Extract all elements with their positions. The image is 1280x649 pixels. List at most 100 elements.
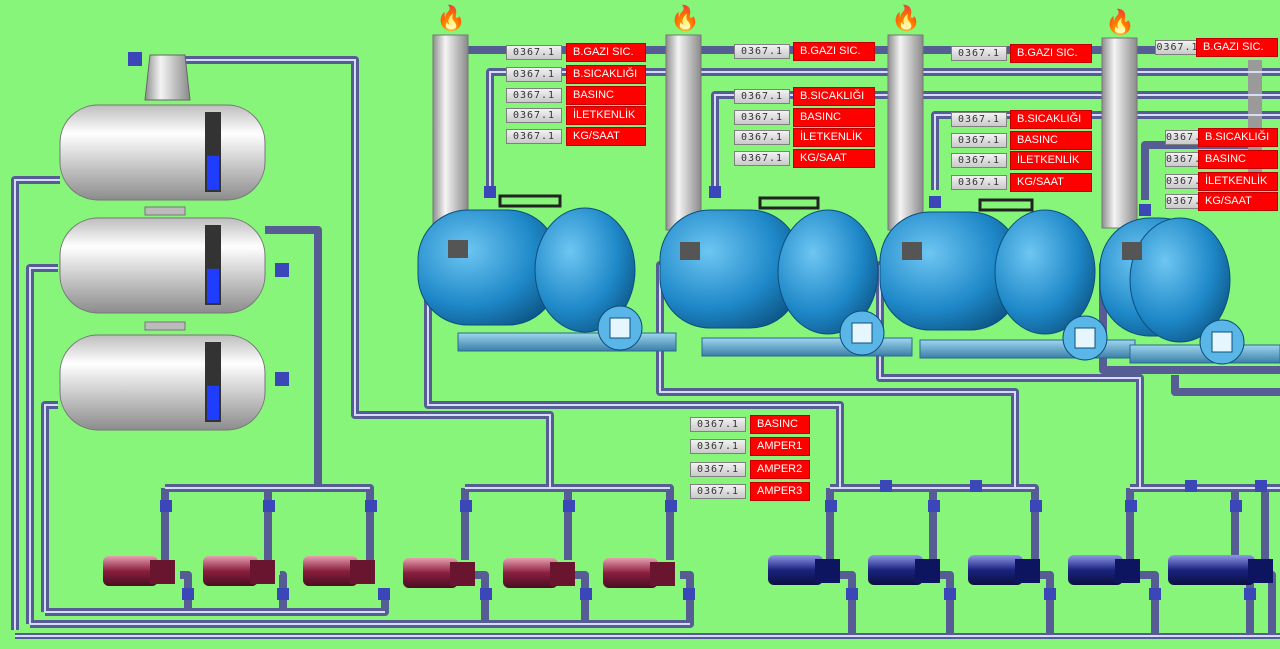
- valve-icon: [263, 500, 275, 512]
- valve-icon: [480, 588, 492, 600]
- tank-level-bar: [207, 268, 219, 303]
- boiler-2-conductivity-label: İLETKENLİK: [793, 128, 875, 147]
- boiler-2-pressure-label: BASINC: [793, 108, 875, 127]
- valve-icon: [160, 500, 172, 512]
- boiler-2-conductivity-readout: 0367.1: [734, 130, 790, 145]
- valve-icon: [1122, 242, 1142, 260]
- valve-icon: [275, 263, 289, 277]
- boiler-4-pressure-readout: 0367.1: [1165, 152, 1209, 167]
- chimney: [665, 34, 702, 231]
- boiler-3-temp-label: B.SICAKLIĞI: [1010, 110, 1092, 129]
- pump-amper2-label: AMPER2: [750, 460, 810, 479]
- valve-icon: [680, 242, 700, 260]
- boiler-2-flow-label: KG/SAAT: [793, 149, 875, 168]
- boiler-3-temp-readout: 0367.1: [951, 112, 1007, 127]
- pump-amper1-label: AMPER1: [750, 437, 810, 456]
- boiler-2-flue-gas-readout: 0367.1: [734, 44, 790, 59]
- valve-icon: [563, 500, 575, 512]
- boiler-icon[interactable]: [417, 194, 677, 352]
- pump-icon[interactable]: [603, 558, 675, 588]
- boiler-1-conductivity-label: İLETKENLİK: [566, 106, 646, 125]
- pump-group-blue: [768, 555, 1273, 585]
- boiler-3-flow-readout: 0367.1: [951, 175, 1007, 190]
- valve-icon: [1255, 480, 1267, 492]
- tank-level-bar: [207, 385, 219, 420]
- pump-pressure-label: BASINC: [750, 415, 810, 434]
- pump-icon[interactable]: [203, 556, 275, 586]
- valve-icon: [1044, 588, 1056, 600]
- chimney: [887, 34, 924, 231]
- boiler-3-pressure-label: BASINC: [1010, 131, 1092, 150]
- boiler-3-flue-gas-readout: 0367.1: [951, 46, 1007, 61]
- pump-icon[interactable]: [303, 556, 375, 586]
- boiler-icon[interactable]: [659, 196, 913, 357]
- boiler-1-temp-readout: 0367.1: [506, 67, 562, 82]
- valve-icon: [1230, 500, 1242, 512]
- boiler-2-pressure-readout: 0367.1: [734, 110, 790, 125]
- boiler-2-temp-readout: 0367.1: [734, 89, 790, 104]
- valve-icon: [128, 52, 142, 66]
- valve-icon: [1185, 480, 1197, 492]
- tank-icon: [59, 334, 266, 431]
- tank-level-bar: [207, 155, 219, 190]
- valve-icon: [1244, 588, 1256, 600]
- fire-icon: 🔥: [1105, 8, 1135, 36]
- fire-icon: 🔥: [436, 4, 466, 32]
- boiler-1-flue-gas-label: B.GAZI SIC.: [566, 43, 646, 62]
- boiler-4-temp-readout: 0367.1: [1165, 130, 1209, 145]
- boiler-3-flue-gas-label: B.GAZI SIC.: [1010, 44, 1092, 63]
- pump-icon[interactable]: [1068, 555, 1140, 585]
- pump-icon[interactable]: [868, 555, 940, 585]
- fire-icon: 🔥: [891, 4, 921, 32]
- boiler-4-conductivity-readout: 0367.1: [1165, 174, 1209, 189]
- boiler-1-pressure-readout: 0367.1: [506, 88, 562, 103]
- boiler-1-flue-gas-readout: 0367.1: [506, 45, 562, 60]
- pump-icon[interactable]: [768, 555, 840, 585]
- pipe-highlights: [14, 59, 1280, 637]
- valve-icon: [365, 500, 377, 512]
- pump-icon[interactable]: [503, 558, 575, 588]
- valve-icon: [944, 588, 956, 600]
- tank-stack: [59, 52, 289, 431]
- valve-icon: [1139, 204, 1151, 216]
- boiler-4-flue-gas-label: B.GAZI SIC.: [1196, 38, 1278, 57]
- pump-icon[interactable]: [1210, 555, 1273, 585]
- pump-pressure-readout: 0367.1: [690, 417, 746, 432]
- tank-icon: [59, 104, 266, 201]
- boiler-4-conductivity-label: İLETKENLİK: [1198, 172, 1278, 191]
- valve-icon: [683, 588, 695, 600]
- boiler-icon[interactable]: [879, 198, 1136, 361]
- valve-icon: [902, 242, 922, 260]
- pump-group-red: [103, 556, 675, 588]
- boiler-3-flow-label: KG/SAAT: [1010, 173, 1092, 192]
- valve-icon: [378, 588, 390, 600]
- boiler-1-pressure-label: BASINC: [566, 86, 646, 105]
- boiler-3-pressure-readout: 0367.1: [951, 133, 1007, 148]
- valve-icon: [665, 500, 677, 512]
- pump-amper1-readout: 0367.1: [690, 439, 746, 454]
- boiler-1-flow-label: KG/SAAT: [566, 127, 646, 146]
- pump-icon[interactable]: [403, 558, 475, 588]
- valve-icon: [277, 588, 289, 600]
- chimney: [1101, 37, 1138, 229]
- fire-icon: 🔥: [670, 4, 700, 32]
- boiler-4-flow-label: KG/SAAT: [1198, 192, 1278, 211]
- valve-icon: [1030, 500, 1042, 512]
- chimney: [432, 34, 469, 231]
- pump-amper3-label: AMPER3: [750, 482, 810, 501]
- valve-icon: [448, 240, 468, 258]
- tank-icon: [59, 217, 266, 314]
- valve-icon: [484, 186, 496, 198]
- boiler-2-flow-readout: 0367.1: [734, 151, 790, 166]
- valve-icon: [846, 588, 858, 600]
- boiler-1-flow-readout: 0367.1: [506, 129, 562, 144]
- boiler-icon[interactable]: [1099, 217, 1280, 365]
- boiler-3-conductivity-label: İLETKENLİK: [1010, 151, 1092, 170]
- boiler-3-conductivity-readout: 0367.1: [951, 153, 1007, 168]
- boiler-1-conductivity-readout: 0367.1: [506, 108, 562, 123]
- tank-hopper: [144, 54, 191, 101]
- pump-icon[interactable]: [968, 555, 1040, 585]
- valve-icon: [929, 196, 941, 208]
- pump-icon[interactable]: [103, 556, 175, 586]
